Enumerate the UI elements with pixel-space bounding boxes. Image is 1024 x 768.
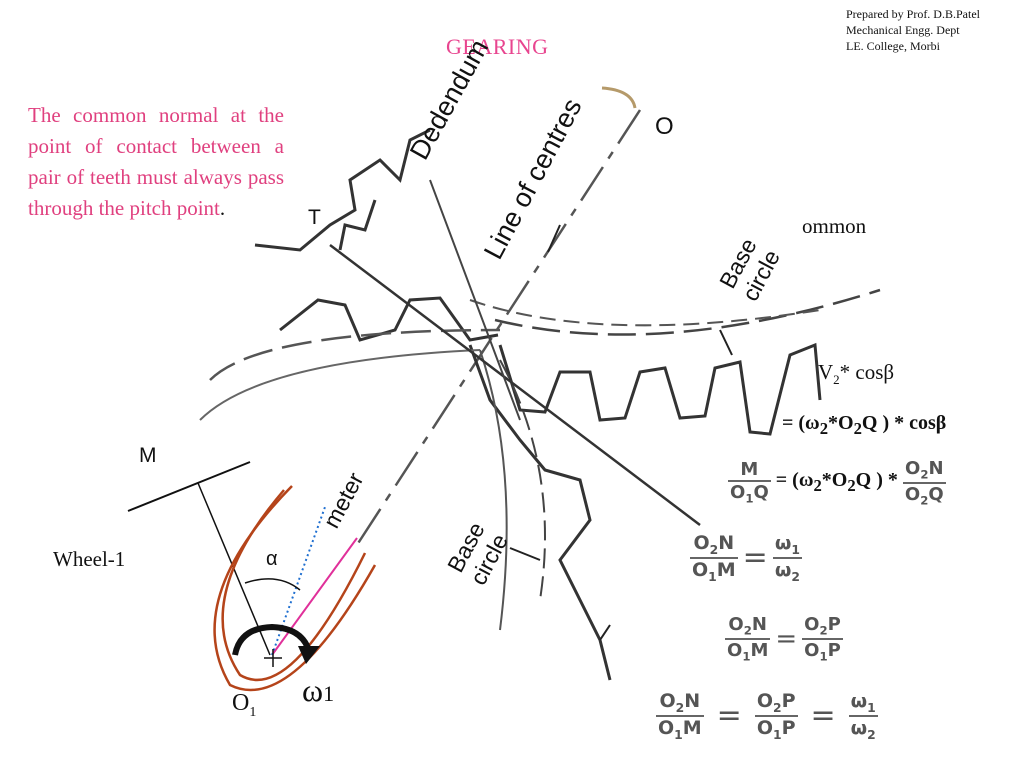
omega1-label: ω1: [302, 672, 335, 708]
upper-gear-teeth: [498, 342, 822, 436]
upper-gear-base-circle: [469, 299, 821, 327]
alpha-arc: [244, 578, 301, 591]
left-gear-arc-2: [199, 349, 481, 421]
equation-2: = (ω2*O2Q ) * cosβ: [782, 412, 947, 438]
law-text: The common normal at the point of contac…: [28, 103, 284, 220]
eq4-frac-left: O2N O1M: [690, 532, 738, 584]
tangent-line: [429, 179, 521, 421]
leader-arrow-1: [547, 224, 561, 253]
credit-line-3: LE. College, Morbi: [846, 39, 940, 53]
eq5-frac-left: O2N O1M: [725, 614, 771, 664]
eq4-frac-right: ω1 ω2: [772, 532, 802, 584]
lower-gear-outline: [499, 359, 546, 601]
eq3-frac-right: O2N O2Q: [902, 458, 946, 508]
o1-label: O1: [232, 690, 257, 720]
eq6-frac-a: O2N O1M: [656, 690, 704, 742]
eq3-frac-left: M O1Q: [728, 459, 771, 506]
common-normal-line: [329, 244, 701, 526]
upper-left-teeth: [254, 128, 431, 252]
lower-gear-base: [479, 349, 508, 631]
left-gear-arc: [209, 328, 501, 381]
equation-4: O2N O1M = ω1 ω2: [690, 532, 802, 584]
rotation-arrowhead: [298, 646, 320, 664]
eq6-frac-b: O2P O1P: [754, 690, 798, 742]
wheel1-outline-outer: [213, 485, 377, 692]
credit-block: Prepared by Prof. D.B.Patel Mechanical E…: [846, 6, 980, 54]
equation-5: O2N O1M = O2P O1P: [725, 614, 843, 664]
law-end: .: [219, 196, 226, 220]
t-label: T: [308, 206, 321, 229]
leader-arrow-2: [719, 329, 733, 356]
pink-connector: [271, 537, 358, 656]
rotation-arrow: [232, 623, 311, 656]
slide-title: GEARING: [446, 34, 549, 59]
upper-gear-teeth-left: [279, 296, 499, 342]
m-tangent-line: [127, 461, 251, 512]
equation-6: O2N O1M = O2P O1P = ω1 ω2: [656, 690, 878, 742]
law-of-gearing-text: The common normal at the point of contac…: [28, 100, 284, 224]
lower-gear-teeth: [468, 344, 612, 681]
equation-1: V2* cosβ: [818, 360, 895, 388]
leader-arrow-4: [599, 624, 611, 641]
tan-arc: [601, 86, 637, 109]
eq6-frac-c: ω1 ω2: [848, 690, 878, 742]
o2-partial-label: O: [655, 113, 674, 140]
eq5-frac-right: O2P O1P: [802, 614, 843, 664]
leader-arrow-3: [509, 547, 541, 561]
m-label: M: [139, 444, 157, 467]
credit-line-1: Prepared by Prof. D.B.Patel: [846, 7, 980, 21]
equation-3: M O1Q = (ω2*O2Q ) * O2N O2Q: [728, 458, 946, 508]
wheel1-outline-inner: [221, 489, 367, 682]
credit-line-2: Mechanical Engg. Dept: [846, 23, 960, 37]
alpha-label: α: [266, 548, 278, 570]
upper-left-teeth-2: [338, 199, 377, 251]
wheel1-label: Wheel-1: [53, 547, 126, 571]
upper-gear-pitch-circle: [494, 288, 881, 336]
common-partial-label: ommon: [802, 214, 867, 238]
